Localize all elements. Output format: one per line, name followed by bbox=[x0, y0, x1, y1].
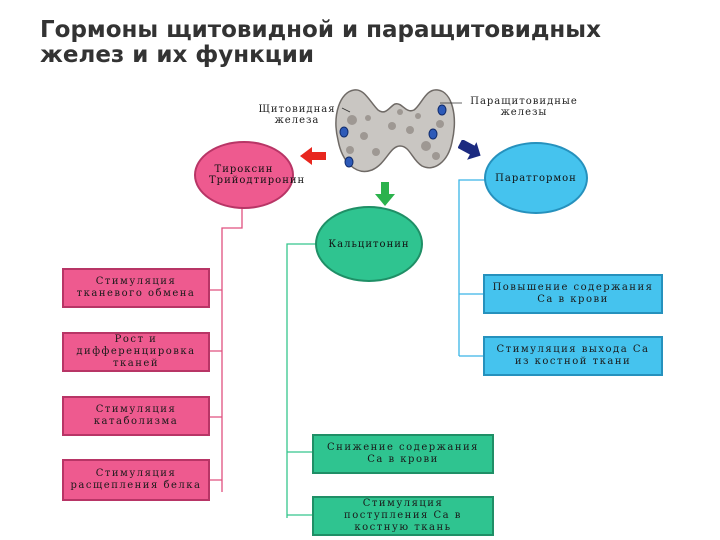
parathyroid-label: Паращитовидные железы bbox=[470, 96, 578, 118]
arrow-down-icon bbox=[375, 182, 395, 206]
left-connector bbox=[209, 200, 243, 492]
arrow-right-icon bbox=[458, 140, 481, 160]
left-effect-box: Рост и дифференцировка тканей bbox=[62, 332, 210, 372]
arrow-left-icon bbox=[300, 147, 326, 165]
left-effect-box: Стимуляция расщепления белка bbox=[62, 459, 210, 501]
left-hormone-text: Тироксин Трийодтиронин bbox=[209, 164, 306, 186]
right-hormone-node: Паратгормон bbox=[484, 142, 588, 214]
left-hormone-node: Тироксин Трийодтиронин bbox=[194, 141, 306, 209]
thyroid-gland-illustration bbox=[335, 89, 456, 173]
right-connector bbox=[458, 179, 487, 357]
left-effect-box: Стимуляция катаболизма bbox=[62, 396, 210, 436]
right-effect-box: Стимуляция выхода Са из костной ткани bbox=[483, 336, 663, 376]
left-effect-box: Стимуляция тканевого обмена bbox=[62, 268, 210, 308]
thyroid-label: Щитовидная железа bbox=[258, 104, 336, 126]
right-hormone-text: Паратгормон bbox=[495, 172, 577, 184]
right-effect-box: Повышение содержания Са в крови bbox=[483, 274, 663, 314]
center-connector bbox=[286, 243, 318, 518]
center-effect-box: Снижение содержания Са в крови bbox=[312, 434, 494, 474]
slide-title: Гормоны щитовидной и паращитовидных желе… bbox=[40, 17, 601, 68]
center-hormone-node: Кальцитонин bbox=[315, 206, 423, 282]
center-hormone-text: Кальцитонин bbox=[328, 238, 410, 250]
center-effect-box: Стимуляция поступления Са в костную ткан… bbox=[312, 496, 494, 536]
